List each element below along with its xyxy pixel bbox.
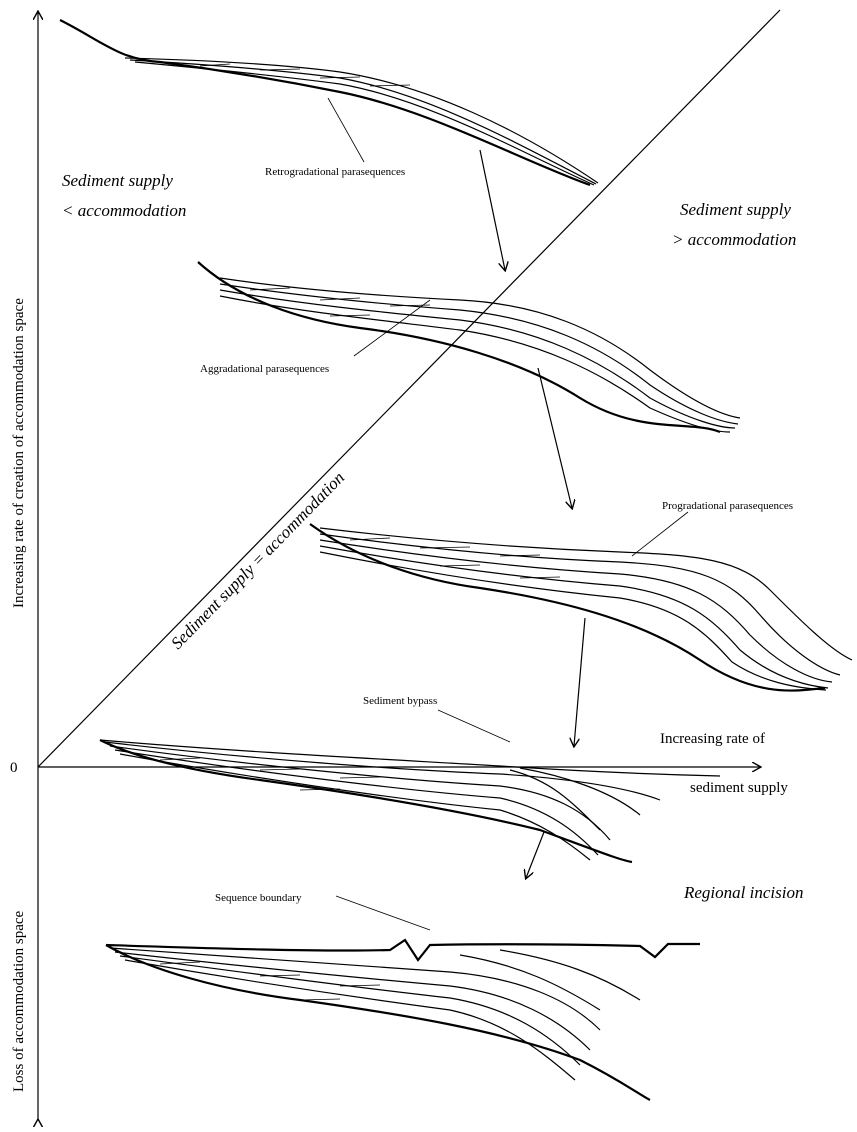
retrogradational-stack	[60, 20, 598, 185]
arrow-3	[574, 618, 585, 746]
regional-incision-label: Regional incision	[683, 883, 803, 902]
incision-stack	[106, 940, 700, 1100]
bypass-stack	[100, 740, 720, 862]
aggradational-stack	[198, 262, 740, 432]
boundary-label: Sequence boundary	[215, 892, 302, 904]
origin-label: 0	[10, 760, 18, 776]
prog-label: Progradational parasequences	[662, 500, 793, 512]
supply-greater-label: Sediment supply > accommodation	[672, 200, 796, 249]
aggr-label: Aggradational parasequences	[200, 363, 329, 375]
transition-arrows	[480, 150, 585, 878]
retro-label: Retrogradational parasequences	[265, 166, 405, 178]
arrow-4	[526, 832, 544, 878]
leader-lines	[328, 98, 688, 930]
x-axis-label: Increasing rate of sediment supply	[660, 731, 788, 796]
bypass-label: Sediment bypass	[363, 695, 437, 707]
diagonal-line	[38, 10, 780, 767]
diagonal-label: Sediment supply = accommodation	[167, 468, 348, 653]
arrow-1	[480, 150, 505, 270]
y-axis-negative-label: Loss of accommodation space	[11, 910, 27, 1092]
y-axis-positive-label: Increasing rate of creation of accommoda…	[11, 298, 27, 608]
supply-less-label: Sediment supply < accommodation	[62, 171, 186, 220]
